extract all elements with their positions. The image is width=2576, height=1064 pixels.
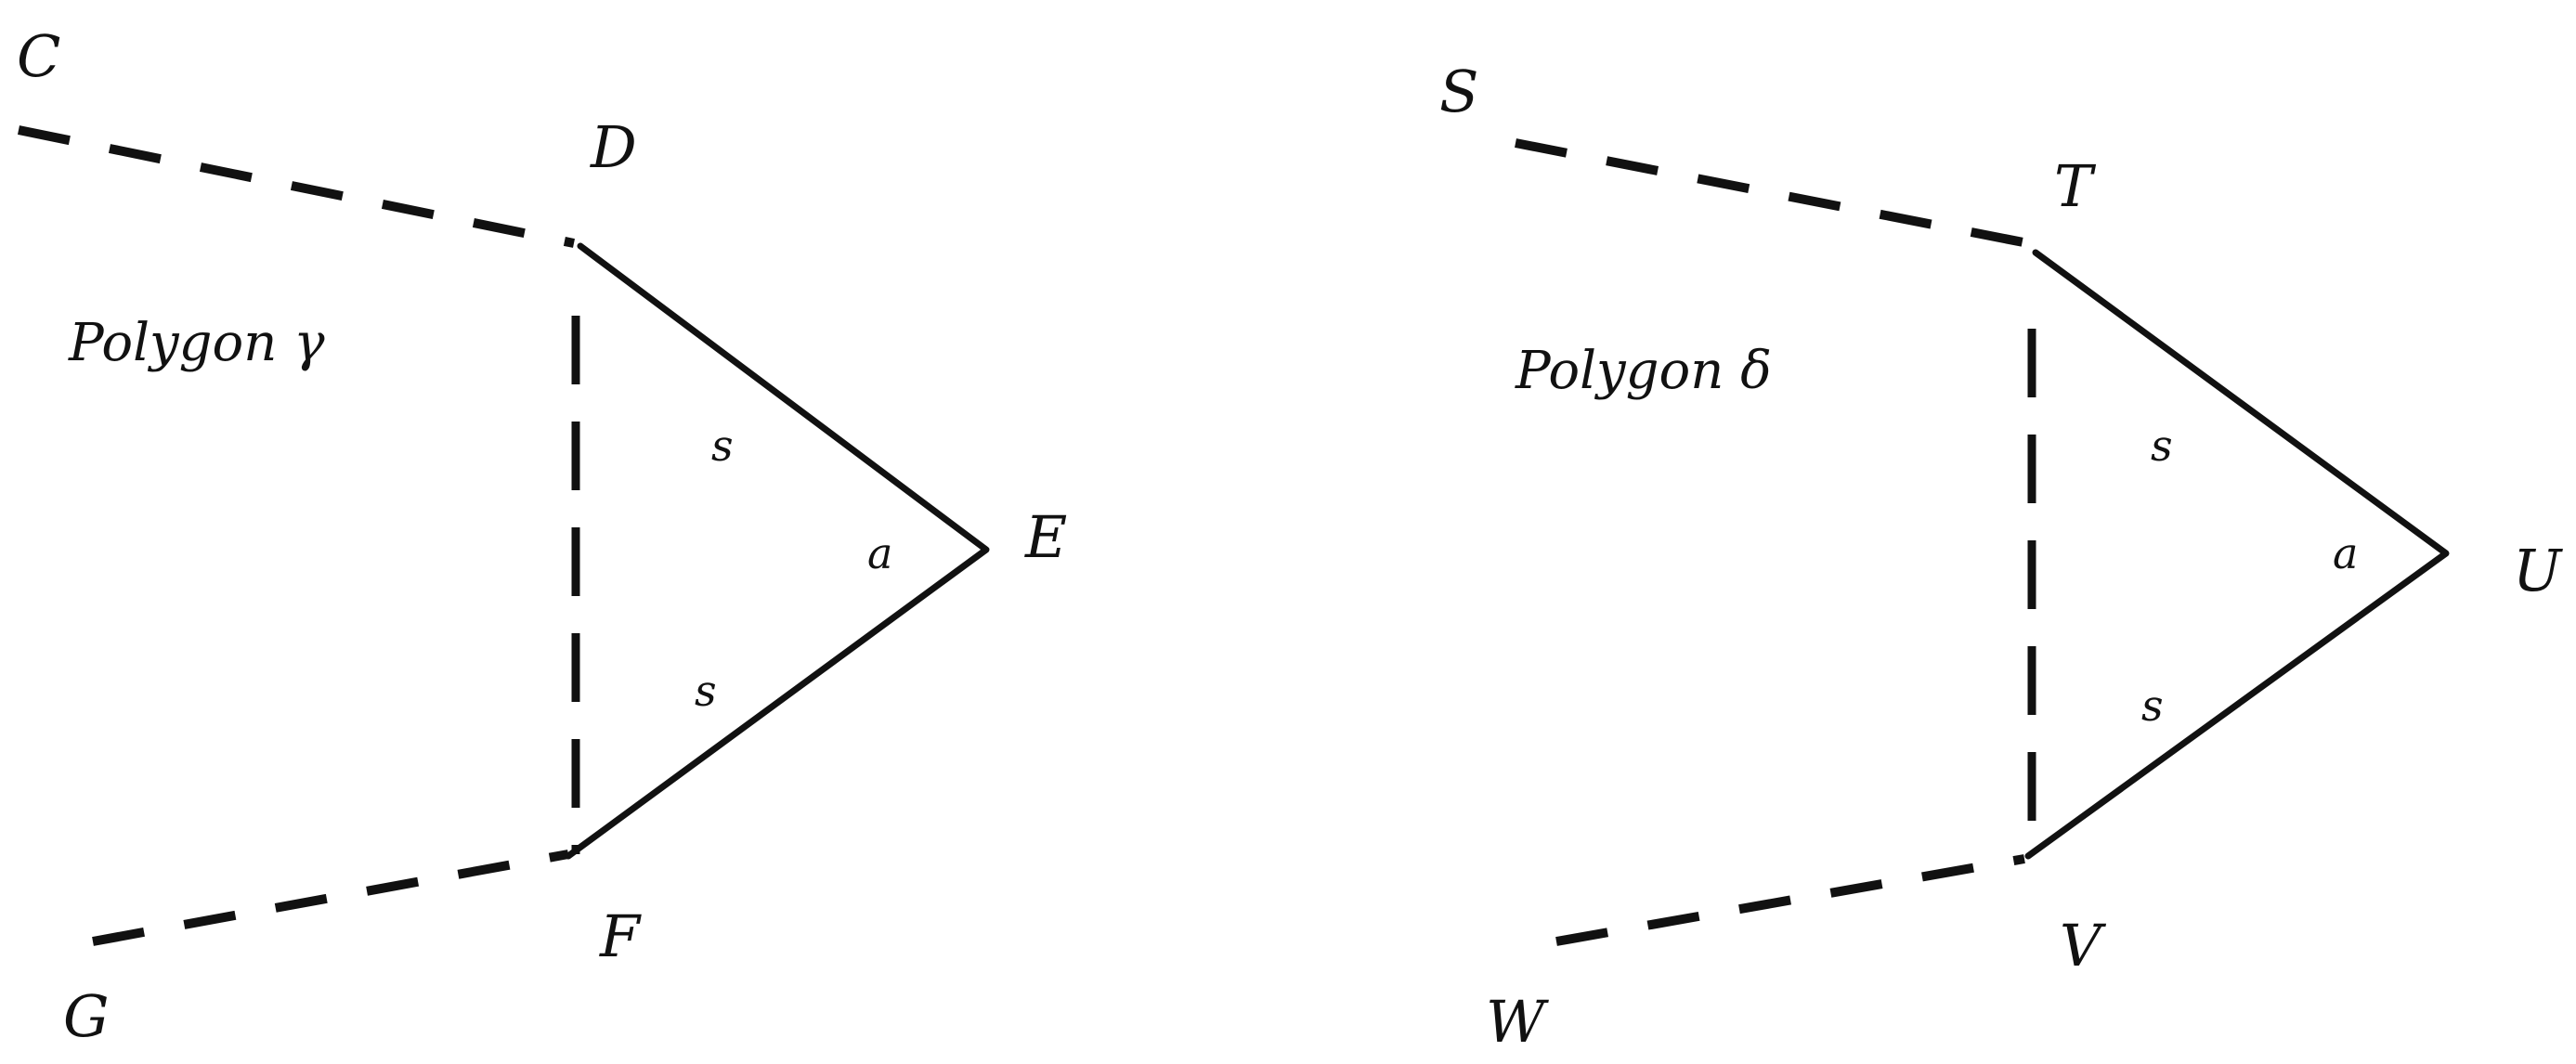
edge-s-t	[1515, 138, 2029, 248]
vertex-label-e: E	[1024, 503, 1067, 571]
vertex-label-f: F	[599, 902, 642, 970]
edge-c-d	[18, 125, 575, 248]
edge-f-g	[92, 850, 569, 946]
vertex-label-s: S	[1439, 58, 1478, 125]
polygon-delta-figure: S T U V W Polygon δ s s a	[1439, 58, 2563, 1056]
polygon-name-delta: Polygon δ	[1515, 341, 1772, 401]
vertex-label-u: U	[2513, 537, 2563, 604]
edge-v-w	[1555, 854, 2025, 946]
vertex-label-d: D	[590, 113, 637, 181]
angle-label-u: a	[2333, 528, 2358, 578]
vertex-label-w: W	[1486, 988, 1549, 1056]
vertex-label-g: G	[63, 982, 110, 1050]
angle-label-e: a	[867, 528, 892, 578]
side-label-uv: s	[2141, 681, 2164, 731]
edges-d-e-f	[565, 242, 990, 860]
polygon-name-gamma: Polygon γ	[68, 313, 325, 373]
side-label-ef: s	[695, 666, 717, 716]
vertex-label-c: C	[17, 22, 60, 90]
vertex-label-v: V	[2060, 912, 2107, 980]
side-label-de: s	[711, 421, 734, 471]
edges-t-u-v	[2024, 249, 2450, 860]
side-label-tu: s	[2151, 421, 2173, 471]
polygon-gamma-figure: C D E F G Polygon γ s s a	[17, 22, 1067, 1050]
vertex-label-t: T	[2054, 152, 2097, 220]
